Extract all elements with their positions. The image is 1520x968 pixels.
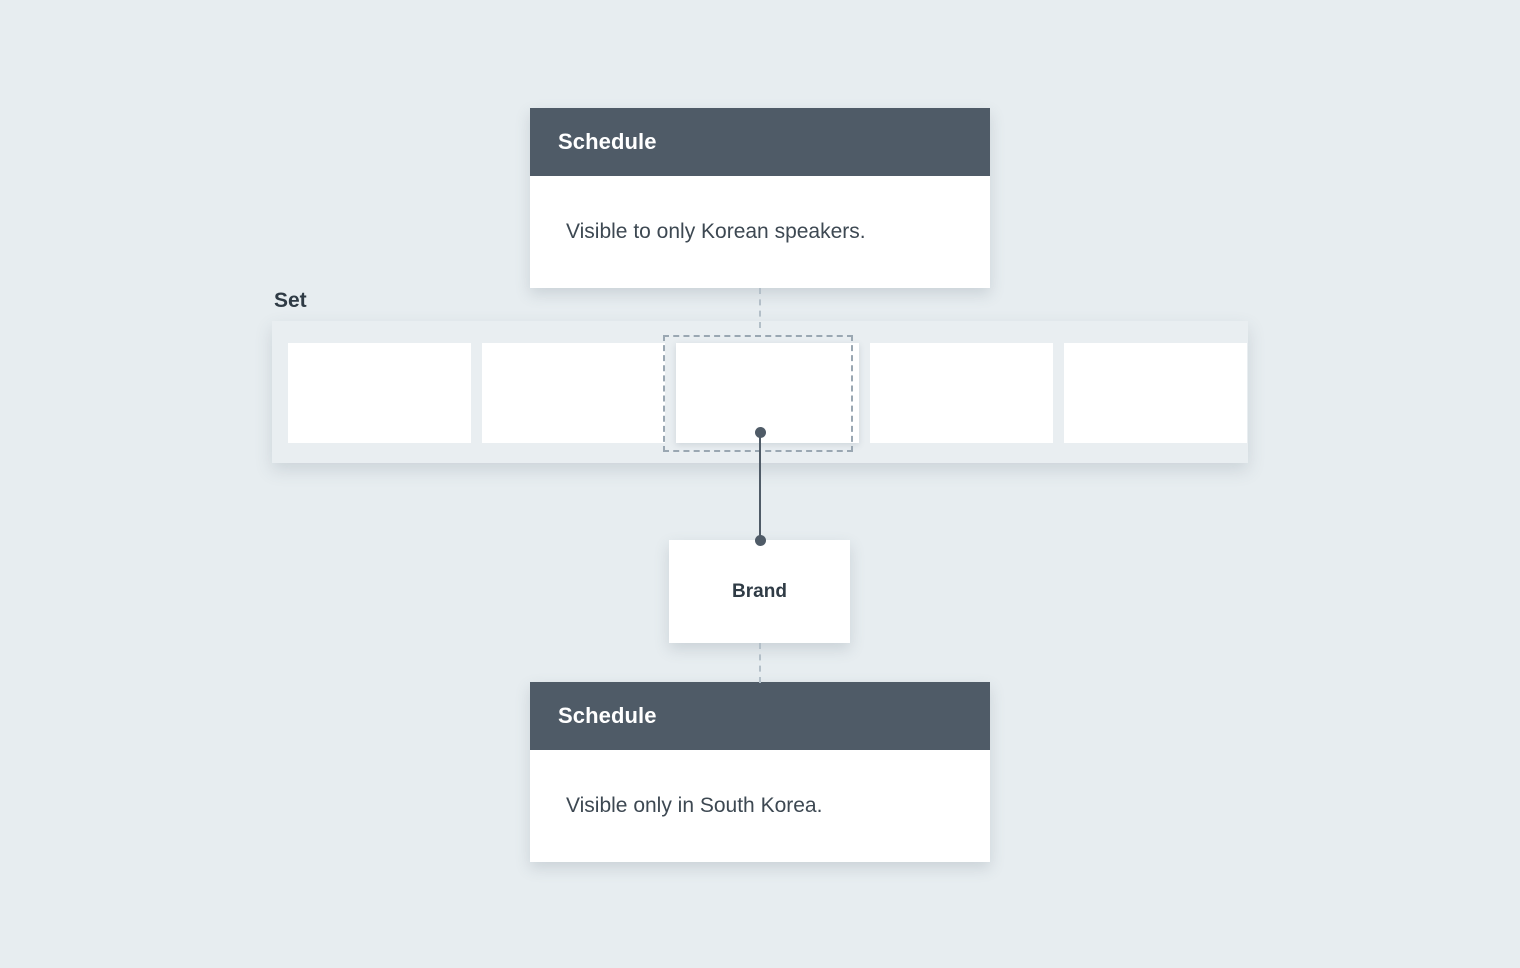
set-item-5[interactable]: [1064, 343, 1247, 443]
schedule-card-bottom-description: Visible only in South Korea.: [566, 794, 823, 817]
connector-dot-lower: [754, 535, 766, 546]
brand-node[interactable]: Brand: [669, 540, 850, 643]
schedule-card-top-body: Visible to only Korean speakers.: [530, 176, 990, 288]
schedule-card-bottom-header: Schedule: [530, 682, 990, 750]
connector-brand-to-schedule-bottom: [759, 643, 761, 683]
schedule-card-top-header: Schedule: [530, 108, 990, 176]
connector-set-to-schedule-top: [759, 288, 761, 328]
set-item-4[interactable]: [870, 343, 1053, 443]
brand-label: Brand: [732, 580, 787, 602]
set-container[interactable]: [272, 321, 1248, 463]
schedule-card-bottom[interactable]: Schedule Visible only in South Korea.: [530, 682, 990, 862]
set-item-2[interactable]: [482, 343, 665, 443]
set-group-label: Set: [274, 289, 307, 312]
set-item-strip: [288, 343, 1247, 443]
schedule-card-bottom-title: Schedule: [558, 703, 657, 728]
connector-dot-upper: [754, 427, 766, 438]
schedule-card-top[interactable]: Schedule Visible to only Korean speakers…: [530, 108, 990, 288]
schedule-card-top-description: Visible to only Korean speakers.: [566, 220, 866, 243]
schedule-card-bottom-body: Visible only in South Korea.: [530, 750, 990, 862]
connector-set-item-to-brand: [759, 432, 761, 541]
schedule-card-top-title: Schedule: [558, 129, 657, 154]
set-item-3[interactable]: [676, 343, 859, 443]
set-item-1[interactable]: [288, 343, 471, 443]
